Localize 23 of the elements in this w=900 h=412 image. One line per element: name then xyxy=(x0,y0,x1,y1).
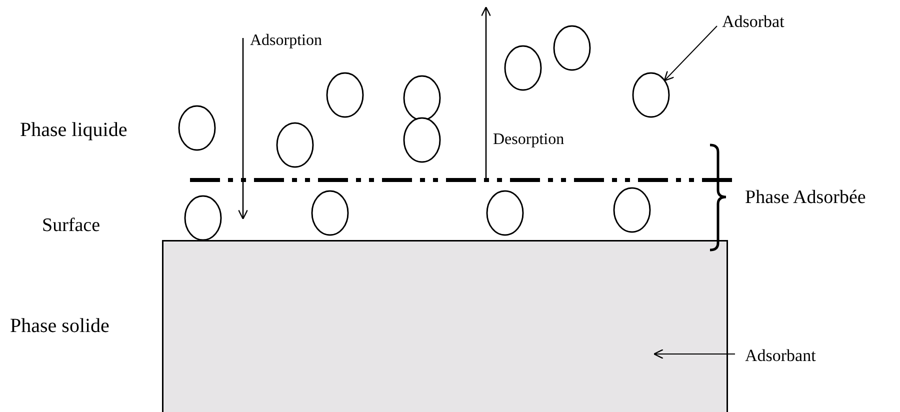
particle-circle xyxy=(326,72,364,118)
leader-line xyxy=(654,348,736,360)
particle-circle xyxy=(632,72,670,118)
phase-label: Surface xyxy=(42,214,100,237)
particle-circle xyxy=(276,122,314,168)
particle-circle xyxy=(504,45,542,91)
particle-circle xyxy=(403,117,441,163)
particle-circle xyxy=(311,190,349,236)
particle-circle xyxy=(178,105,216,151)
callout-label: Adsorbat xyxy=(722,12,784,32)
solid-block xyxy=(162,240,728,412)
phase-label: Phase liquide xyxy=(20,118,128,142)
particle-circle xyxy=(613,187,651,233)
particle-circle xyxy=(184,195,222,241)
leader-line xyxy=(664,26,718,82)
particle-circle xyxy=(553,25,591,71)
particle-circle xyxy=(486,190,524,236)
callout-label: Adsorbant xyxy=(745,346,816,366)
phase-label: Phase Adsorbée xyxy=(745,186,866,209)
process-label: Adsorption xyxy=(250,31,322,51)
process-label: Desorption xyxy=(493,130,564,150)
phase-label: Phase solide xyxy=(10,314,110,338)
particle-circle xyxy=(403,75,441,121)
